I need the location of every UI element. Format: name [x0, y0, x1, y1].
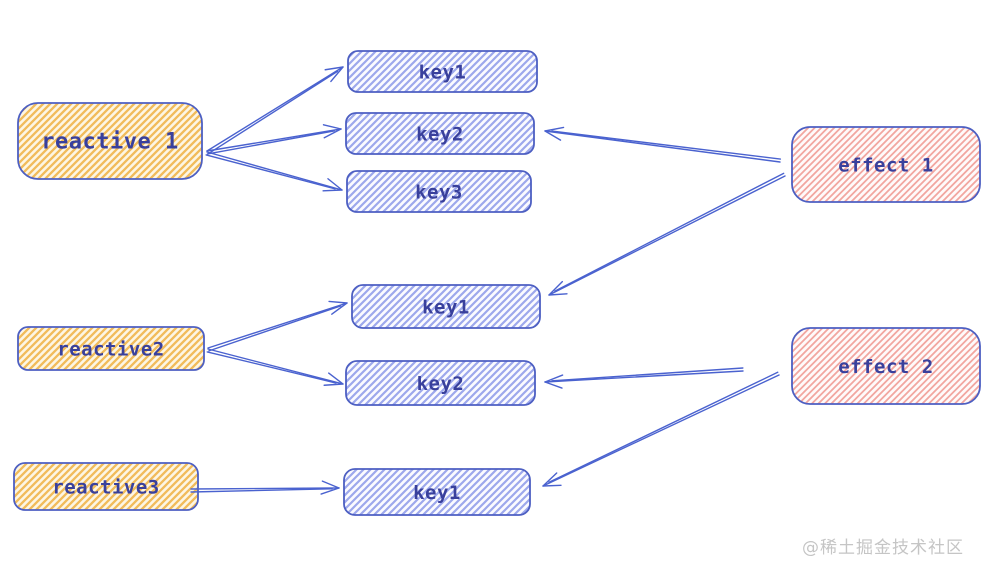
node-box-key1b — [351, 284, 541, 329]
arrow-reactive1-key1a — [206, 66, 344, 155]
nodes-layer: reactive 1 key1 key2 key3 effect 1 reactive2 k… — [13, 50, 981, 516]
node-label-reactive3: reactive3 — [52, 477, 159, 499]
node-box-key1a — [347, 50, 538, 93]
arrow-effect2-key1c — [542, 371, 780, 487]
node-reactive1: reactive 1 — [17, 102, 203, 180]
arrow-reactive1-key3a — [205, 151, 343, 192]
arrow-effect2-key2b — [544, 367, 744, 389]
node-label-key1b: key1 — [422, 297, 470, 319]
node-effect1: effect 1 — [791, 126, 981, 203]
node-key3a: key3 — [346, 170, 532, 213]
node-box-key2b — [345, 360, 536, 406]
node-box-effect1 — [791, 126, 981, 203]
node-key1a: key1 — [347, 50, 538, 93]
node-box-key3a — [346, 170, 532, 213]
node-box-effect2 — [791, 327, 981, 405]
arrow-reactive2-key1b — [207, 300, 348, 352]
node-box-reactive2 — [17, 326, 205, 371]
watermark: @稀土掘金技术社区 — [802, 538, 964, 558]
node-box-key2a — [345, 112, 535, 155]
node-label-key2a: key2 — [416, 124, 464, 146]
node-label-reactive2: reactive2 — [57, 339, 164, 361]
node-key1c: key1 — [343, 468, 531, 516]
node-box-reactive1 — [17, 102, 203, 180]
node-label-reactive1: reactive 1 — [41, 130, 178, 155]
node-reactive3: reactive3 — [13, 462, 199, 511]
arrow-effect1-key2a — [544, 126, 782, 163]
node-effect2: effect 2 — [791, 327, 981, 405]
node-box-reactive3 — [13, 462, 199, 511]
node-key2a: key2 — [345, 112, 535, 155]
node-label-key2b: key2 — [417, 373, 465, 395]
node-label-key3a: key3 — [415, 182, 463, 204]
arrow-reactive3-key1c — [190, 480, 340, 495]
arrows-layer — [190, 66, 786, 495]
arrow-reactive2-key2b — [206, 348, 344, 386]
node-box-key1c — [343, 468, 531, 516]
node-label-effect2: effect 2 — [838, 356, 934, 378]
node-label-key1a: key1 — [419, 62, 467, 84]
node-label-key1c: key1 — [413, 482, 461, 504]
arrow-effect1-key1b — [548, 172, 786, 296]
node-reactive2: reactive2 — [17, 326, 205, 371]
node-key1b: key1 — [351, 284, 541, 329]
node-key2b: key2 — [345, 360, 536, 406]
arrow-reactive1-key2a — [206, 124, 342, 155]
node-label-effect1: effect 1 — [838, 155, 934, 177]
